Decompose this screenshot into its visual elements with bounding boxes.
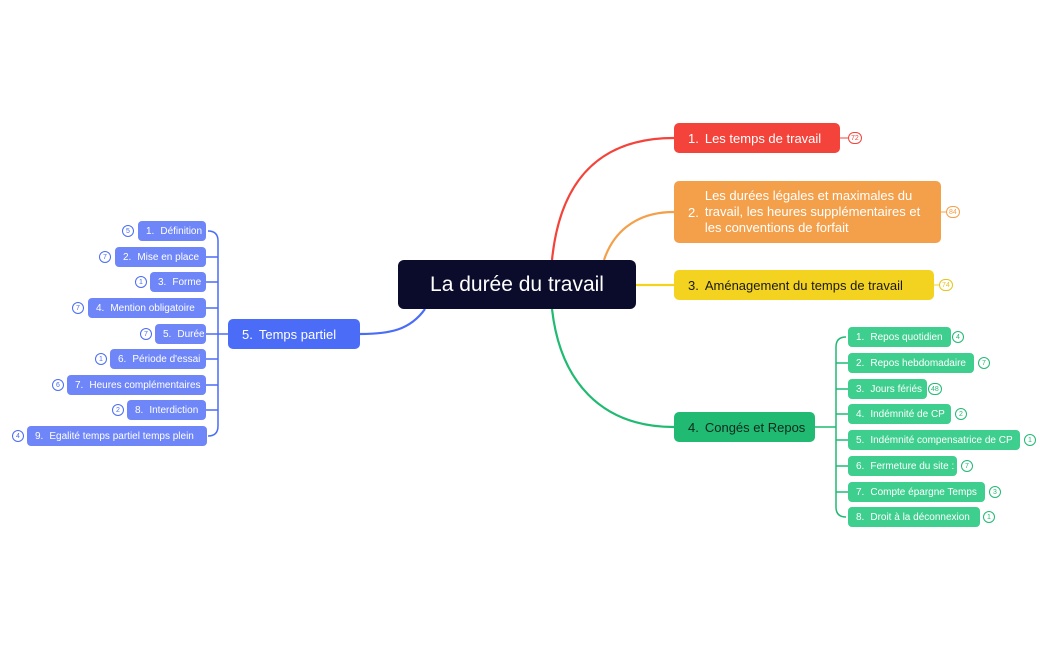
sub-4-1[interactable]: 1. Repos quotidien — [848, 327, 951, 347]
sub-5-4-number: 4. — [96, 302, 105, 314]
sub-5-2-label: Mise en place — [137, 251, 200, 263]
sub-4-8-label: Droit à la déconnexion — [870, 511, 970, 523]
branch-1-badge[interactable]: 72 — [848, 132, 862, 144]
central-topic-label: La durée du travail — [430, 272, 604, 296]
sub-4-1-label: Repos quotidien — [870, 331, 943, 343]
sub-4-2-label: Repos hebdomadaire — [870, 357, 966, 369]
link-branch-2 — [602, 210, 675, 261]
sub-5-7-number: 7. — [75, 379, 84, 391]
link-blue-bracket — [207, 230, 219, 437]
sub-5-4-label: Mention obligatoire — [110, 302, 195, 314]
branch-2-badge[interactable]: 84 — [946, 206, 960, 218]
sub-5-4[interactable]: 4. Mention obligatoire — [88, 298, 206, 318]
link-branch-1 — [550, 136, 675, 261]
sub-4-2[interactable]: 2. Repos hebdomadaire — [848, 353, 974, 373]
sub-5-9[interactable]: 9. Egalité temps partiel temps plein — [27, 426, 207, 446]
sub-5-3[interactable]: 3. Forme — [150, 272, 206, 292]
sub-4-1-badge[interactable]: 4 — [952, 331, 964, 343]
branch-2[interactable]: 2. Les durées légales et maximales du tr… — [674, 181, 941, 243]
sub-4-7-badge[interactable]: 3 — [989, 486, 1001, 498]
sub-5-7[interactable]: 7. Heures complémentaires — [67, 375, 206, 395]
link-branch-5 — [359, 308, 426, 336]
sub-5-6-badge[interactable]: 1 — [95, 353, 107, 365]
sub-4-3[interactable]: 3. Jours fériés — [848, 379, 927, 399]
branch-2-label: Les durées légales et maximales du trava… — [704, 188, 921, 235]
sub-5-9-label: Egalité temps partiel temps plein — [49, 430, 194, 442]
sub-4-4[interactable]: 4. Indémnité de CP — [848, 404, 951, 424]
branch-5[interactable]: 5. Temps partiel — [228, 319, 360, 349]
branch-4-number: 4. — [688, 419, 699, 435]
sub-4-1-number: 1. — [856, 331, 865, 343]
sub-4-7-number: 7. — [856, 486, 865, 498]
sub-5-8-badge[interactable]: 2 — [112, 404, 124, 416]
sub-4-2-number: 2. — [856, 357, 865, 369]
sub-5-3-badge[interactable]: 1 — [135, 276, 147, 288]
sub-5-5-badge[interactable]: 7 — [140, 328, 152, 340]
branch-3-badge[interactable]: 74 — [939, 279, 953, 291]
sub-4-3-number: 3. — [856, 383, 865, 395]
sub-4-7-label: Compte épargne Temps — [870, 486, 977, 498]
sub-4-6-label: Fermeture du site : — [870, 460, 955, 472]
sub-5-9-number: 9. — [35, 430, 44, 442]
branch-2-number: 2. — [688, 204, 699, 220]
branch-1-label: Les temps de travail — [704, 130, 822, 146]
central-topic[interactable]: La durée du travail — [398, 260, 636, 309]
sub-4-5[interactable]: 5. Indémnité compensatrice de CP — [848, 430, 1020, 450]
sub-5-1[interactable]: 1. Définition — [138, 221, 206, 241]
sub-5-5-number: 5. — [163, 328, 172, 340]
branch-3-label: Aménagement du temps de travail — [704, 277, 903, 293]
sub-4-3-badge[interactable]: 48 — [928, 383, 942, 395]
sub-5-2[interactable]: 2. Mise en place — [115, 247, 206, 267]
sub-5-4-badge[interactable]: 7 — [72, 302, 84, 314]
sub-5-2-number: 2. — [123, 251, 132, 263]
sub-5-3-label: Forme — [172, 276, 202, 288]
sub-5-7-badge[interactable]: 6 — [52, 379, 64, 391]
branch-3-number: 3. — [688, 277, 699, 293]
sub-4-5-badge[interactable]: 1 — [1024, 434, 1036, 446]
branch-1-number: 1. — [688, 130, 699, 146]
sub-4-2-badge[interactable]: 7 — [978, 357, 990, 369]
branch-4-label: Congés et Repos — [704, 419, 806, 435]
sub-5-7-label: Heures complémentaires — [89, 379, 201, 391]
sub-5-1-number: 1. — [146, 225, 155, 237]
link-branch-4 — [550, 308, 675, 429]
sub-5-8-label: Interdiction — [149, 404, 199, 416]
sub-4-6[interactable]: 6. Fermeture du site : — [848, 456, 957, 476]
sub-4-8-number: 8. — [856, 511, 865, 523]
sub-5-8[interactable]: 8. Interdiction — [127, 400, 206, 420]
sub-4-8-badge[interactable]: 1 — [983, 511, 995, 523]
sub-4-4-badge[interactable]: 2 — [955, 408, 967, 420]
branch-5-number: 5. — [242, 326, 253, 342]
sub-4-4-label: Indémnité de CP — [870, 408, 945, 420]
sub-4-7[interactable]: 7. Compte épargne Temps — [848, 482, 985, 502]
sub-5-5[interactable]: 5. Durée — [155, 324, 206, 344]
sub-5-8-number: 8. — [135, 404, 144, 416]
sub-5-1-label: Définition — [160, 225, 203, 237]
link-green-bracket — [835, 336, 847, 518]
sub-5-2-badge[interactable]: 7 — [99, 251, 111, 263]
branch-5-label: Temps partiel — [258, 326, 337, 342]
sub-4-6-number: 6. — [856, 460, 865, 472]
sub-4-4-number: 4. — [856, 408, 865, 420]
sub-4-5-label: Indémnité compensatrice de CP — [870, 434, 1013, 446]
sub-4-8[interactable]: 8. Droit à la déconnexion — [848, 507, 980, 527]
sub-4-6-badge[interactable]: 7 — [961, 460, 973, 472]
branch-3[interactable]: 3. Aménagement du temps de travail — [674, 270, 934, 300]
sub-5-3-number: 3. — [158, 276, 167, 288]
sub-4-5-number: 5. — [856, 434, 865, 446]
branch-1[interactable]: 1. Les temps de travail — [674, 123, 840, 153]
sub-5-6-number: 6. — [118, 353, 127, 365]
sub-5-5-label: Durée — [177, 328, 205, 340]
sub-5-9-badge[interactable]: 4 — [12, 430, 24, 442]
sub-5-1-badge[interactable]: 5 — [122, 225, 134, 237]
sub-4-3-label: Jours fériés — [870, 383, 923, 395]
branch-4[interactable]: 4. Congés et Repos — [674, 412, 815, 442]
sub-5-6[interactable]: 6. Période d'essai — [110, 349, 206, 369]
sub-5-6-label: Période d'essai — [132, 353, 201, 365]
